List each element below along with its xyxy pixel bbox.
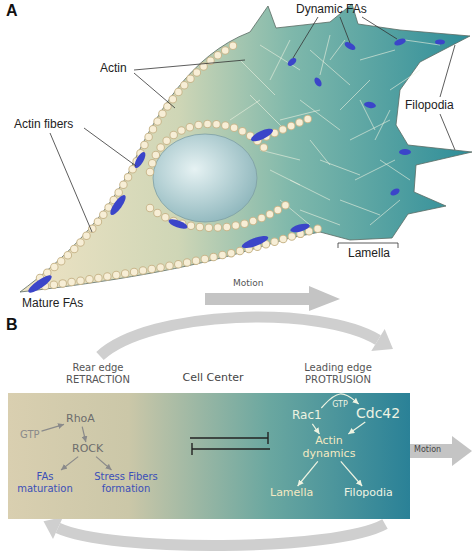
pathway-term: Rac1: [292, 409, 322, 423]
motion-text: Motion: [414, 445, 441, 454]
pathway-arrow: [61, 457, 78, 470]
part-label: Filopodia: [405, 99, 454, 112]
mature-fa: [132, 150, 147, 169]
pathway-term: Actin dynamics: [298, 435, 360, 460]
part-label: Actin: [100, 62, 127, 75]
dynamic-fa: [435, 40, 445, 45]
pathway-arrow: [298, 461, 318, 486]
pathway-text: Rac1: [292, 409, 322, 423]
cycle-arrowhead: [44, 517, 64, 539]
actin-network: [230, 35, 440, 225]
pathway-text: FAs maturation: [14, 471, 76, 494]
pathway-text: Stress Fibers formation: [88, 471, 164, 494]
actin-fiber: [40, 42, 240, 278]
inhibition-line: [192, 448, 270, 449]
leader-line: [340, 17, 350, 43]
dynamic-fa: [313, 76, 323, 88]
dynamic-fa: [364, 101, 377, 109]
pathway-arrow: [312, 424, 319, 434]
pathway-outcome: Filopodia: [344, 487, 393, 500]
pathway-text: GTP: [20, 429, 40, 441]
dynamic-fa: [393, 37, 406, 47]
edge-label: GTP: [332, 401, 348, 409]
cell-body: [20, 4, 472, 292]
part-label: Actin fibers: [14, 118, 73, 131]
inhibition-line: [190, 437, 268, 438]
motion-arrow: Motion: [410, 436, 472, 466]
pathway-outcome: Lamella: [270, 487, 313, 500]
pathway-text: Lamella: [270, 487, 313, 500]
mature-fa: [249, 126, 274, 143]
part-label: Lamella: [348, 247, 390, 260]
part-label: Mature FAs: [22, 297, 83, 310]
mature-fa: [108, 193, 128, 217]
actin-fiber: [150, 124, 266, 172]
pathway-arrow: [96, 457, 111, 470]
actin-fiber: [150, 124, 266, 172]
motion-text: Motion: [233, 278, 264, 288]
actin-fiber: [45, 228, 320, 286]
leader-line: [440, 45, 455, 97]
mature-fa: [26, 273, 54, 296]
part-label: Dynamic FAs: [296, 3, 367, 16]
pathway-outcome: Stress Fibers formation: [88, 471, 164, 494]
cycle-arrow: [58, 524, 385, 546]
dynamic-fa: [389, 187, 401, 197]
leader-line: [293, 17, 318, 58]
mature-fa: [240, 233, 269, 250]
cycle-arrowhead: [371, 329, 393, 351]
pathway-text: Actin dynamics: [298, 435, 360, 460]
pathway-text: Filopodia: [344, 487, 393, 500]
motion-arrow: Motion: [205, 277, 340, 311]
inhibition-bar: [191, 443, 192, 455]
leader-line: [84, 128, 136, 166]
arrow-outline: [205, 286, 340, 311]
pathway-outcome: FAs maturation: [14, 471, 76, 494]
pathway-arrow: [341, 461, 362, 486]
pathway-term: RhoA: [66, 413, 95, 426]
nucleus: [153, 134, 257, 222]
pathway-arrow: [348, 422, 365, 434]
pathway-term: GTP: [20, 429, 40, 441]
dynamic-fa: [286, 56, 298, 67]
pathway-arrow: [321, 394, 358, 408]
arrow-outline: [205, 277, 340, 311]
pathway-arrow: [42, 424, 64, 431]
leader-line: [50, 133, 92, 232]
pathway-arrow: [82, 427, 86, 442]
mature-fa: [167, 217, 188, 230]
actin-fiber: [40, 42, 240, 278]
panel-letter: A: [6, 2, 18, 20]
panel-letter: B: [6, 316, 18, 334]
band-heading: Rear edge RETRACTION: [48, 362, 148, 385]
pathway-text: ROCK: [72, 443, 103, 456]
dynamic-fa: [399, 149, 411, 155]
pathway-text: Cdc42: [356, 405, 400, 421]
pathway-text: RhoA: [66, 413, 95, 426]
leader-line: [134, 60, 245, 70]
band-heading: Leading edge PROTRUSION: [283, 362, 393, 385]
inhibition-bar: [267, 432, 268, 444]
pathway-term: Cdc42: [356, 405, 400, 421]
band-heading: Cell Center: [163, 372, 263, 385]
leader-line: [440, 114, 455, 150]
pathway-term: ROCK: [72, 443, 103, 456]
leader-line: [134, 73, 175, 108]
mature-fa: [289, 222, 310, 234]
leader-line: [362, 17, 397, 39]
cell-band: Rear edge RETRACTIONCell CenterLeading e…: [8, 393, 410, 519]
arrow-outline: [410, 436, 472, 466]
cycle-arrow: [100, 317, 378, 356]
